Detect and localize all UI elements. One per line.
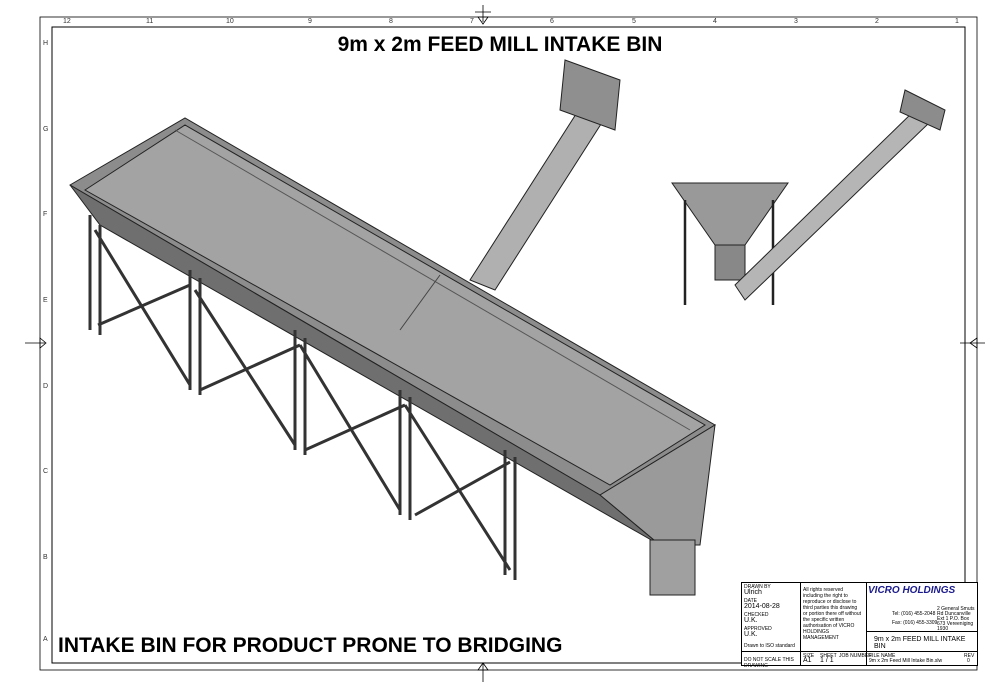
checked: U.K. xyxy=(744,617,758,624)
ruler-label: 12 xyxy=(63,18,71,25)
drawing-title-block: 9m x 2m FEED MILL INTAKE BIN xyxy=(874,636,966,650)
ruler-label: 2 xyxy=(875,18,879,25)
sheet-border xyxy=(25,5,985,682)
revision: 0 xyxy=(967,658,970,664)
company-tel: Tel: (016) 455-2048 xyxy=(892,611,936,617)
drawing-title: 9m x 2m FEED MILL INTAKE BIN xyxy=(337,33,663,56)
approved: U.K. xyxy=(744,631,758,638)
ruler-label: B xyxy=(43,554,48,561)
approved-label: APPROVED xyxy=(744,626,772,632)
company-address: 2 General Smuts Rd Duncanville Ext 1 P.O… xyxy=(937,606,975,632)
company-fax: Fax: (016) 455-3309 xyxy=(892,620,938,626)
title-block: DRAWN BY Ulrich DATE 2014-08-28 CHECKED … xyxy=(741,582,978,669)
drawn-by-label: DRAWN BY xyxy=(744,584,771,590)
ruler-label: 6 xyxy=(550,18,554,25)
auger-conveyor xyxy=(469,59,696,596)
ruler-label: G xyxy=(43,126,49,133)
ruler-label: 10 xyxy=(226,18,234,25)
ruler-label: 4 xyxy=(713,18,717,25)
drawing-caption: INTAKE BIN FOR PRODUCT PRONE TO BRIDGING xyxy=(58,634,563,657)
ruler-label: 3 xyxy=(794,18,798,25)
date: 2014-08-28 xyxy=(744,603,780,610)
support-legs xyxy=(88,215,517,580)
ruler-label: 11 xyxy=(146,18,154,25)
ruler-label: D xyxy=(43,383,49,390)
job-number-label: JOB NUMBER xyxy=(839,653,872,659)
file-name-label: FILE NAME xyxy=(869,653,896,659)
ruler-label: F xyxy=(43,211,48,218)
hopper-side-view xyxy=(671,89,946,305)
sheet-size: A1 xyxy=(803,657,812,664)
ruler-label: H xyxy=(43,40,49,47)
company-name: VICRO HOLDINGS xyxy=(868,585,956,596)
ruler-label: 1 xyxy=(955,18,959,25)
ruler-label: C xyxy=(43,468,49,475)
drawn-by: Ulrich xyxy=(744,589,762,596)
ruler-label: 5 xyxy=(632,18,636,25)
ruler-label: 8 xyxy=(389,18,393,25)
sheet-label: SHEET xyxy=(820,653,837,659)
ruler-label: E xyxy=(43,297,48,304)
file-name: 9m x 2m Feed Mill Intake Bin.slw xyxy=(869,658,943,664)
rights-notice: All rights reserved including the right … xyxy=(803,587,861,641)
hopper-main-view xyxy=(69,59,716,596)
ruler-label: 7 xyxy=(470,18,474,25)
ruler-label: 9 xyxy=(308,18,312,25)
date-label: DATE xyxy=(744,598,757,604)
ruler-label: A xyxy=(43,636,48,643)
sheet-number: 1 / 1 xyxy=(820,657,834,664)
checked-label: CHECKED xyxy=(744,612,769,618)
rev-label: REV xyxy=(964,653,975,659)
no-scale-note: DO NOT SCALE THIS DRAWING xyxy=(744,657,794,669)
standard-note: Drawn to ISO standard xyxy=(744,643,795,649)
size-label: SIZE xyxy=(803,653,815,659)
